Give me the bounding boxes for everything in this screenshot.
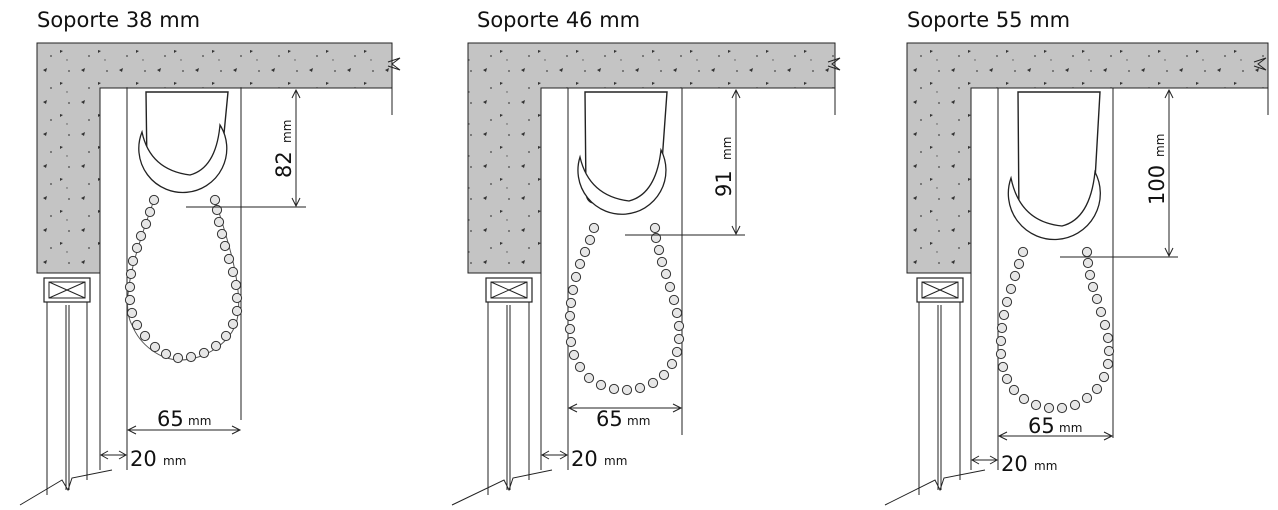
width-dimension-value: 65 <box>596 407 623 431</box>
panel-soporte-55: Soporte 55 mm <box>870 0 1278 510</box>
height-dimension-value: 100 <box>1145 165 1169 205</box>
bracket-diagram: 91 mm 65 mm 20 mm <box>451 42 841 506</box>
height-dimension-unit: mm <box>280 120 294 143</box>
panel-title: Soporte 46 mm <box>477 8 641 32</box>
gap-dimension-value: 20 <box>1001 452 1028 476</box>
panel-soporte-46: Soporte 46 mm <box>440 0 866 510</box>
width-dimension-unit: mm <box>627 414 650 428</box>
gap-dimension-value: 20 <box>130 447 157 471</box>
panel-title: Soporte 55 mm <box>907 8 1071 32</box>
height-dimension-unit: mm <box>1153 134 1167 157</box>
bracket-diagram: 100 mm 65 mm 20 mm <box>884 42 1269 506</box>
bead-chain <box>564 222 685 396</box>
height-dimension-unit: mm <box>720 137 734 160</box>
gap-dimension-unit: mm <box>163 454 186 468</box>
width-dimension-value: 65 <box>157 407 184 431</box>
bracket-diagram: 82 mm 65 mm 20 mm <box>19 42 401 506</box>
width-dimension-value: 65 <box>1028 414 1055 438</box>
gap-dimension-unit: mm <box>604 454 627 468</box>
panel-soporte-38: Soporte 38 mm <box>0 0 426 510</box>
width-dimension-unit: mm <box>1059 421 1082 435</box>
bead-chain <box>995 246 1115 414</box>
gap-dimension-unit: mm <box>1034 459 1057 473</box>
height-dimension-value: 91 <box>712 170 736 197</box>
width-dimension-unit: mm <box>188 414 211 428</box>
panel-title: Soporte 38 mm <box>37 8 201 32</box>
bead-chain <box>124 194 243 364</box>
height-dimension-value: 82 <box>272 151 296 178</box>
gap-dimension-value: 20 <box>571 447 598 471</box>
